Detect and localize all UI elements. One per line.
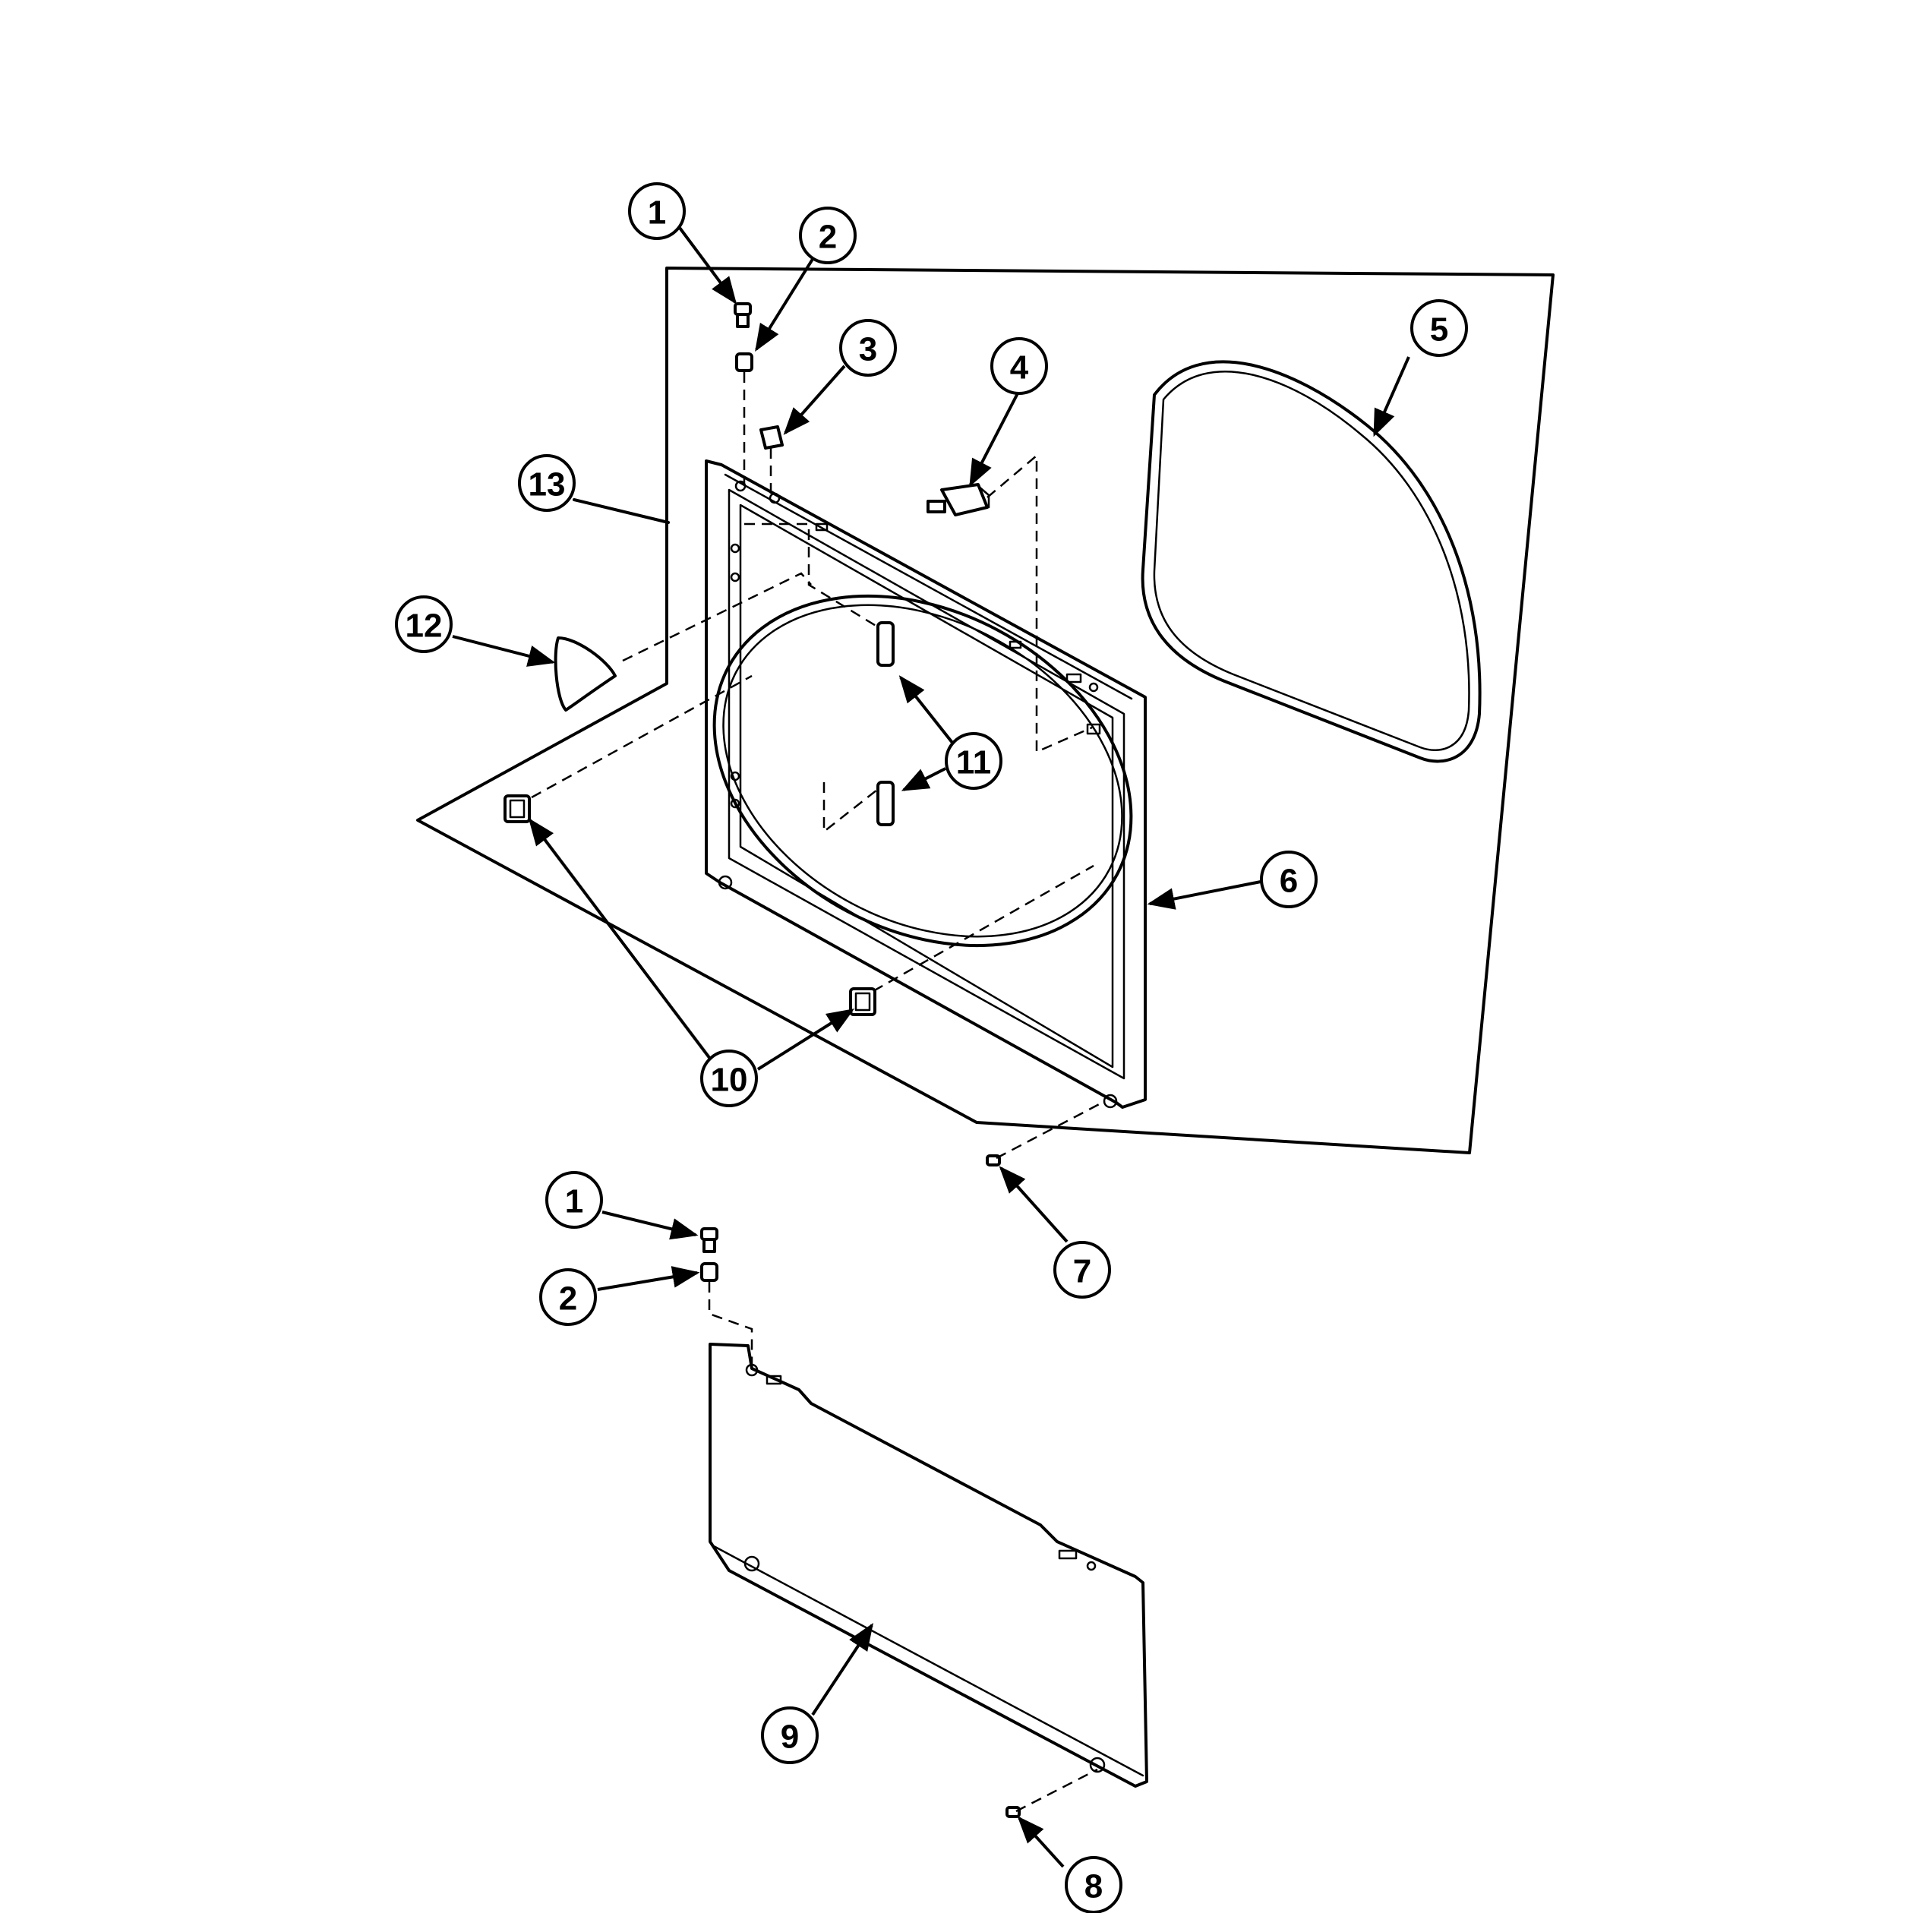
leader-arrows: [452, 226, 1410, 1868]
callout-circle: [1065, 1856, 1122, 1913]
callout-c2a: 2: [799, 207, 857, 264]
callout-circle: [990, 337, 1048, 395]
spacer-2-bottom: [700, 1262, 718, 1282]
clip-3: [759, 425, 784, 450]
callout-label: 12: [406, 608, 443, 645]
spacer-2-top: [735, 352, 753, 372]
cabinet-panel: [416, 267, 1555, 1154]
drum-seal: [1141, 360, 1482, 763]
callout-circle: [945, 732, 1002, 790]
callout-label: 2: [819, 219, 837, 256]
door-catch-10b: [849, 987, 876, 1016]
callout-c5: 5: [1410, 299, 1468, 357]
callout-label: 8: [1084, 1868, 1103, 1905]
callout-label: 6: [1280, 863, 1298, 900]
callout-c1b: 1: [545, 1171, 603, 1229]
callout-circle: [539, 1268, 597, 1326]
callout-c6: 6: [1260, 851, 1318, 908]
door-hinge-11a: [876, 621, 895, 667]
front-frame: [705, 459, 1147, 1109]
callout-circle: [799, 207, 857, 264]
callout-label: 1: [648, 194, 666, 232]
callout-label: 5: [1430, 311, 1448, 349]
callout-label: 7: [1073, 1253, 1091, 1290]
callout-c13: 13: [518, 454, 576, 512]
callout-circle: [518, 454, 576, 512]
callout-c3: 3: [839, 319, 897, 377]
door-switch-4: [927, 483, 990, 516]
screw-1-top: [734, 302, 752, 328]
callout-circle: [761, 1706, 819, 1764]
assembly-lines: [531, 372, 1106, 1813]
callout-label: 13: [529, 466, 566, 504]
door-hinge-11b: [876, 781, 895, 826]
callout-circle: [395, 595, 453, 653]
screw-1-bottom: [700, 1227, 718, 1253]
callout-circle: [545, 1171, 603, 1229]
callout-label: 4: [1010, 349, 1029, 387]
callout-label: 2: [559, 1280, 577, 1318]
callout-c9: 9: [761, 1706, 819, 1764]
callout-circle: [839, 319, 897, 377]
screw-8: [1005, 1806, 1021, 1818]
callout-circle: [1260, 851, 1318, 908]
callout-c12: 12: [395, 595, 453, 653]
callout-circle: [1410, 299, 1468, 357]
callout-circle: [700, 1050, 758, 1107]
callout-c4: 4: [990, 337, 1048, 395]
callout-label: 9: [781, 1719, 799, 1756]
callout-label: 3: [859, 331, 877, 368]
callout-c8: 8: [1065, 1856, 1122, 1913]
callout-label: 11: [956, 744, 992, 781]
triangle-badge-12: [554, 636, 617, 712]
callout-label: 1: [565, 1183, 583, 1220]
callout-c10: 10: [700, 1050, 758, 1107]
callout-c7: 7: [1053, 1241, 1111, 1299]
callout-circle: [1053, 1241, 1111, 1299]
callout-c2b: 2: [539, 1268, 597, 1326]
callout-c1a: 1: [628, 182, 686, 240]
callout-circle: [628, 182, 686, 240]
callout-c11: 11: [945, 732, 1002, 790]
door-catch-10a: [504, 794, 531, 823]
callout-label: 10: [711, 1062, 748, 1099]
kick-panel: [709, 1343, 1148, 1788]
